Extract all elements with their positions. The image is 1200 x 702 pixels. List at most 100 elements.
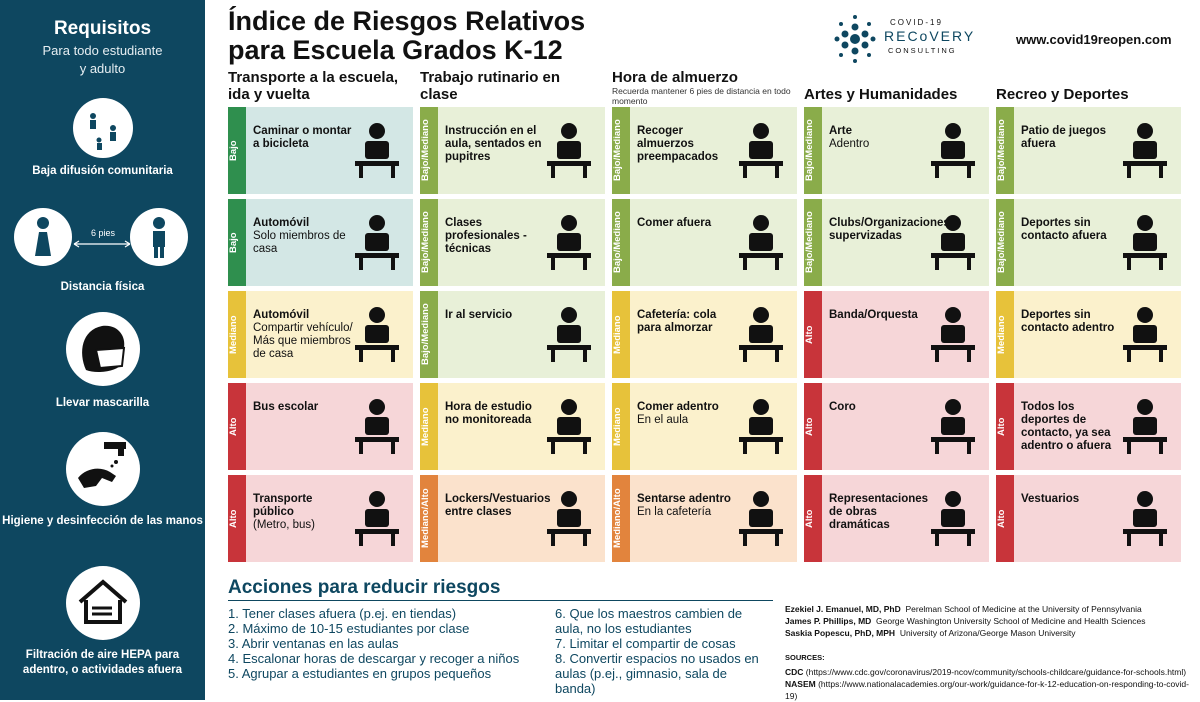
activity-label: Recoger almuerzos preempacados	[637, 125, 737, 164]
activity-title: Clubs/Organizaciones supervizadas	[829, 217, 950, 242]
activity-label: Clubs/Organizaciones supervizadas	[829, 217, 950, 243]
risk-cell: Bajo/Mediano Clubs/Organizaciones supervi…	[804, 199, 989, 286]
risk-level-label: Mediano	[612, 315, 623, 354]
activity-label: Ir al servicio	[445, 309, 545, 322]
logo-line1: COVID-19	[890, 18, 943, 27]
activity-pictogram-icon	[547, 215, 591, 270]
source-name: NASEM	[785, 679, 816, 689]
activity-pictogram-icon	[931, 307, 975, 362]
risk-level-label: Mediano	[612, 407, 623, 446]
risk-level-label: Mediano/Alto	[612, 488, 623, 549]
risk-level-band: Mediano	[612, 383, 630, 470]
risk-level-label: Alto	[996, 417, 1007, 436]
risk-level-band: Alto	[804, 383, 822, 470]
risk-level-label: Bajo/Mediano	[420, 303, 431, 366]
risk-level-label: Bajo/Mediano	[420, 119, 431, 182]
activity-label: Deportes sin contacto adentro	[1021, 309, 1121, 335]
requirements-sidebar: Requisitos Para todo estudiante y adulto…	[0, 0, 205, 700]
activity-label: Comer afuera	[637, 217, 737, 230]
risk-cell: Bajo/Mediano Instrucción en el aula, sent…	[420, 107, 605, 194]
action-item: 6. Que los maestros cambien de aula, no …	[555, 606, 743, 636]
air-filtration-house-icon	[65, 566, 140, 640]
activity-label: Representaciones de obras dramáticas	[829, 493, 929, 532]
req-mask: Llevar mascarilla	[0, 312, 205, 411]
risk-level-label: Bajo/Mediano	[420, 211, 431, 274]
source-row: CDC (https://www.cdc.gov/coronavirus/201…	[785, 666, 1195, 678]
column-header-classwork: Trabajo rutinario en clase	[420, 69, 561, 103]
risk-level-label: Mediano	[228, 315, 239, 354]
logo: COVID-19 RECoVERY CONSULTING	[828, 12, 998, 67]
column-header-arts: Artes y Humanidades	[804, 86, 958, 103]
activity-pictogram-icon	[1123, 215, 1167, 270]
author-row: Saskia Popescu, PhD, MPH University of A…	[785, 627, 1195, 639]
action-item: 1. Tener clases afuera (p.ej. en tiendas…	[228, 606, 457, 621]
page-title: Índice de Riesgos Relativos para Escuela…	[228, 7, 585, 65]
risk-level-band: Bajo/Mediano	[420, 199, 438, 286]
risk-level-band: Bajo	[228, 107, 246, 194]
action-item: 5. Agrupar a estudiantes en grupos peque…	[228, 666, 492, 681]
risk-level-band: Bajo/Mediano	[804, 107, 822, 194]
risk-level-band: Bajo/Mediano	[996, 107, 1014, 194]
activity-pictogram-icon	[355, 399, 399, 454]
author-affiliation: George Washington University School of M…	[876, 616, 1146, 626]
req-hepa-filtration: Filtración de aire HEPA para adentro, o …	[0, 566, 205, 678]
risk-cell: Mediano Cafetería: cola para almorzar	[612, 291, 797, 378]
activity-label: Cafetería: cola para almorzar	[637, 309, 737, 335]
req-label: Filtración de aire HEPA para adentro, o …	[22, 649, 183, 676]
activity-subtitle: (Metro, bus)	[253, 519, 315, 531]
activity-label: Lockers/Vestuarios entre clases	[445, 493, 550, 519]
mask-icon	[65, 312, 140, 386]
actions-title: Acciones para reducir riesgos	[228, 577, 501, 598]
activity-title: Comer afuera	[637, 217, 712, 229]
sidebar-title: Requisitos	[53, 18, 152, 39]
activity-title: Lockers/Vestuarios entre clases	[445, 493, 551, 518]
author-name: James P. Phillips, MD	[785, 616, 872, 626]
activity-pictogram-icon	[355, 215, 399, 270]
activity-pictogram-icon	[739, 123, 783, 178]
actions-divider	[228, 600, 773, 601]
activity-label: Deportes sin contacto afuera	[1021, 217, 1121, 243]
student-boy-icon	[130, 208, 188, 266]
author-row: Ezekiel J. Emanuel, MD, PhD Perelman Sch…	[785, 603, 1195, 615]
req-handwashing: Higiene y desinfección de las manos	[0, 432, 205, 529]
risk-level-band: Bajo/Mediano	[420, 107, 438, 194]
activity-title: Automóvil	[253, 309, 310, 321]
author-affiliation: University of Arizona/George Mason Unive…	[899, 628, 1076, 638]
risk-level-label: Bajo/Mediano	[804, 211, 815, 274]
activity-label: Banda/Orquesta	[829, 309, 929, 322]
author-affiliation: Perelman School of Medicine at the Unive…	[905, 604, 1142, 614]
req-physical-distance: 6 pies Distancia física	[0, 208, 205, 295]
sidebar-subtitle: Para todo estudiante y adulto	[0, 42, 205, 78]
source-name: CDC	[785, 667, 804, 677]
activity-label: Instrucción en el aula, sentados en pupi…	[445, 125, 545, 164]
risk-level-label: Bajo/Mediano	[612, 211, 623, 274]
lunch-title: Hora de almuerzo	[612, 69, 738, 86]
activity-title: Todos los deportes de contacto, ya sea a…	[1021, 401, 1112, 452]
activity-title: Deportes sin contacto afuera	[1021, 217, 1107, 242]
handwashing-icon	[65, 432, 140, 506]
activity-title: Cafetería: cola para almorzar	[637, 309, 717, 334]
risk-level-label: Bajo/Mediano	[804, 119, 815, 182]
action-item: 4. Escalonar horas de descargar y recoge…	[228, 651, 520, 666]
activity-pictogram-icon	[1123, 307, 1167, 362]
title-line2: para Escuela Grados K-12	[228, 35, 563, 65]
activity-subtitle: Solo miembros de casa	[253, 230, 346, 255]
activity-pictogram-icon	[931, 399, 975, 454]
activity-title: Caminar o montar a bicicleta	[253, 125, 352, 150]
action-item: 8. Convertir espacios no usados en aulas…	[555, 651, 759, 696]
logo-line3: CONSULTING	[888, 46, 957, 55]
